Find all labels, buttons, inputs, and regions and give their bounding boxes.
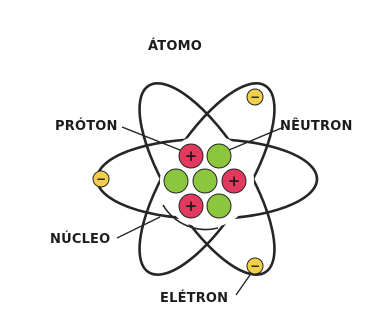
neutron-particle	[207, 144, 231, 168]
electron-charge-sign: −	[250, 90, 260, 104]
neutron-particle	[193, 169, 217, 193]
electron-charge-sign: −	[250, 259, 260, 273]
proton-charge-sign: +	[185, 147, 198, 165]
proton-charge-sign: +	[228, 172, 241, 190]
electron-leader-line	[236, 275, 250, 295]
nucleus-leader-line	[117, 217, 160, 238]
neutron-particle	[164, 169, 188, 193]
neutron-particle	[207, 194, 231, 218]
proton-charge-sign: +	[185, 197, 198, 215]
proton-leader-line	[122, 127, 180, 150]
electron-charge-sign: −	[96, 172, 106, 186]
